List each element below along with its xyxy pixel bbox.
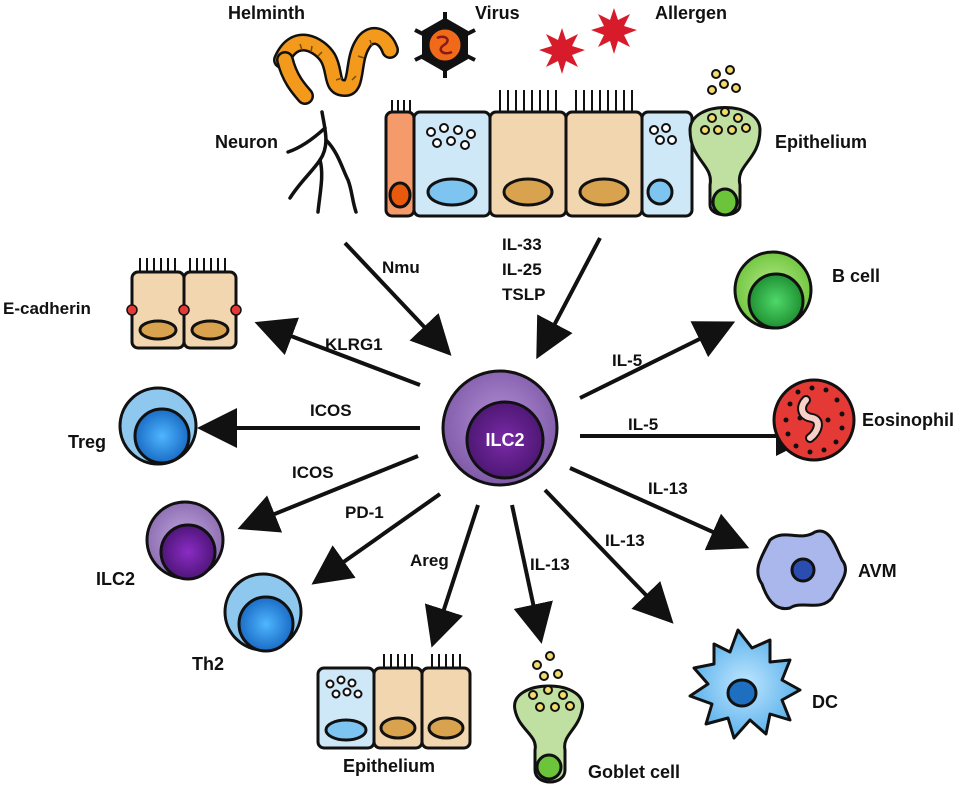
ilc2-center-cell	[441, 369, 559, 487]
bcell-label: B cell	[832, 266, 880, 286]
eosinophil-label: Eosinophil	[862, 410, 954, 430]
allergen-icon	[539, 8, 637, 74]
areg-label: Areg	[410, 551, 449, 570]
il13-avm-label: IL-13	[648, 479, 688, 498]
il5-eos-label: IL-5	[628, 415, 658, 434]
allergen-label: Allergen	[655, 3, 727, 23]
dc-label: DC	[812, 692, 838, 712]
helminth-label: Helminth	[228, 3, 305, 23]
b-cell	[733, 250, 813, 330]
arrow-pd1	[311, 492, 442, 585]
il25-label: IL-25	[502, 260, 542, 279]
ilc2-small-cell	[145, 500, 225, 581]
il13-dc-label: IL-13	[605, 531, 645, 550]
ecadherin-label: E-cadherin	[3, 299, 91, 318]
arrow-il33	[536, 237, 602, 360]
ilc2-center-label: ILC2	[485, 430, 524, 450]
arrow-areg	[424, 504, 480, 648]
cilia-top-1	[391, 100, 411, 112]
il5-bcell-label: IL-5	[612, 351, 642, 370]
th2-label: Th2	[192, 654, 224, 674]
il13-goblet-label: IL-13	[530, 555, 570, 574]
arrow-klrg1	[254, 317, 421, 387]
pd1-label: PD-1	[345, 503, 384, 522]
arrow-il13-goblet	[510, 504, 553, 644]
goblet-cell	[513, 651, 584, 784]
neuron-icon	[286, 110, 358, 214]
epithelium-bottom-label: Epithelium	[343, 756, 435, 776]
arrow-nmu	[343, 241, 452, 356]
icos-ilc2-label: ICOS	[292, 463, 334, 482]
treg-label: Treg	[68, 432, 106, 452]
avm-cell	[756, 529, 847, 611]
tslp-label: TSLP	[502, 285, 545, 304]
ecadherin-cells	[126, 258, 242, 350]
eosinophil-cell	[772, 378, 856, 462]
ilc2-small-label: ILC2	[96, 569, 135, 589]
nmu-label: Nmu	[382, 258, 420, 277]
virus-icon	[414, 12, 476, 78]
epithelium-top-label: Epithelium	[775, 132, 867, 152]
il33-label: IL-33	[502, 235, 542, 254]
neuron-label: Neuron	[215, 132, 278, 152]
epithelium-top	[384, 65, 762, 218]
treg-cell	[118, 386, 198, 466]
klrg1-label: KLRG1	[325, 335, 383, 354]
epithelium-bottom	[316, 654, 472, 750]
arrow-il13-avm	[569, 466, 750, 551]
arrow-il5-bcell	[579, 321, 736, 400]
goblet-label: Goblet cell	[588, 762, 680, 782]
arrow-il13-dc	[543, 488, 674, 624]
arrows	[197, 237, 816, 648]
th2-cell	[223, 572, 303, 653]
avm-label: AVM	[858, 561, 897, 581]
virus-label: Virus	[475, 3, 520, 23]
icos-treg-label: ICOS	[310, 401, 352, 420]
arrow-icos-ilc2	[237, 454, 419, 533]
helminth-icon	[273, 27, 399, 105]
dc-cell	[688, 628, 802, 740]
